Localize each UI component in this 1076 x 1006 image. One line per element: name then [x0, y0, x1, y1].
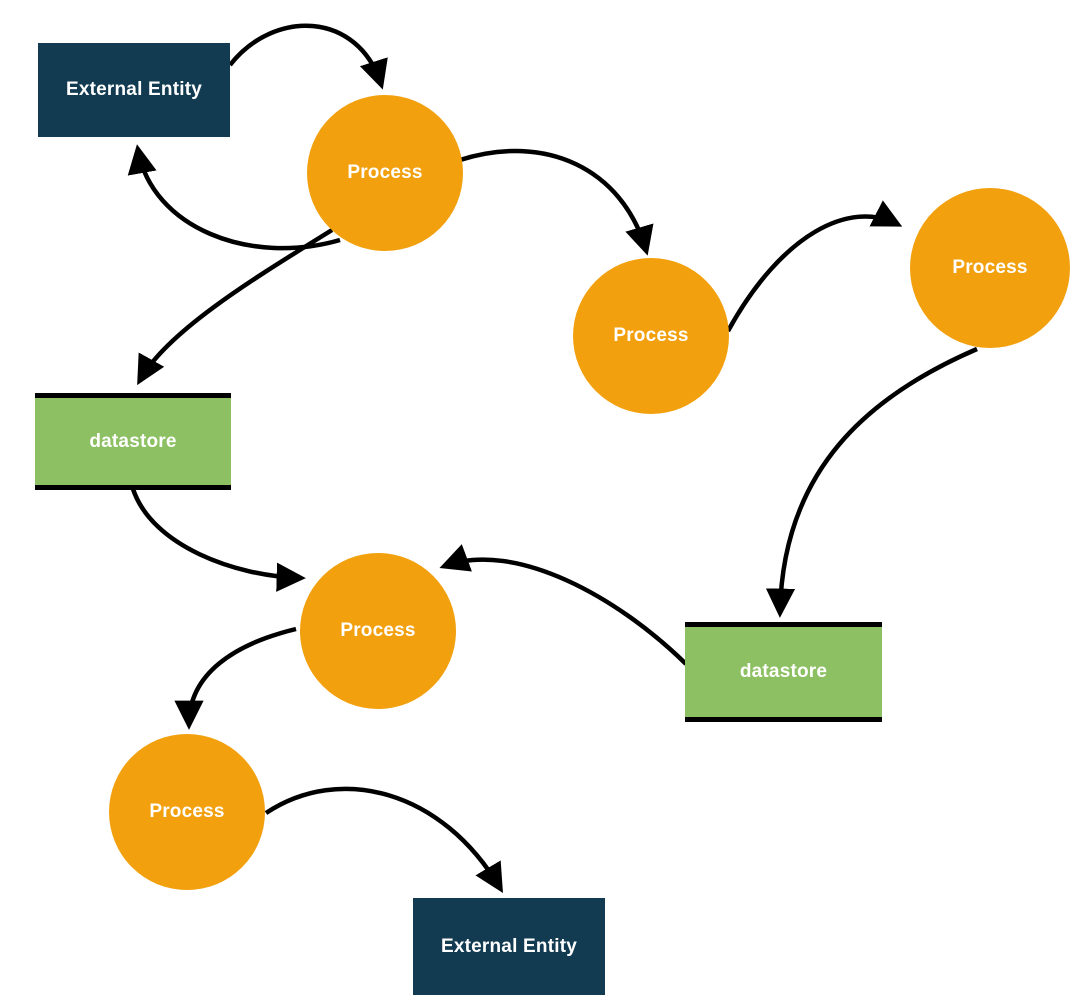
- edge-process-1-to-process-2: [459, 148, 654, 256]
- process-2-label: Process: [613, 325, 689, 346]
- process-2: Process: [573, 258, 729, 414]
- process-1-label: Process: [347, 162, 423, 183]
- edge-datastore-2-to-process-4: [439, 544, 688, 666]
- process-3-label: Process: [952, 257, 1028, 278]
- edge-external-entity-1-to-process-1: [228, 23, 388, 90]
- process-5: Process: [109, 734, 265, 890]
- external-entity-2-label: External Entity: [440, 935, 578, 957]
- process-4: Process: [300, 553, 456, 709]
- process-4-label: Process: [340, 620, 416, 641]
- external-entity-2: External Entity: [413, 898, 605, 995]
- edge-process-4-to-process-5: [174, 626, 297, 730]
- process-5-label: Process: [149, 801, 225, 822]
- edge-process-1-to-datastore-1: [137, 228, 334, 386]
- external-entity-1: External Entity: [38, 43, 230, 137]
- edge-process-5-to-external-entity-2: [264, 786, 503, 894]
- datastore-2: datastore: [685, 622, 882, 722]
- edge-datastore-1-to-process-4: [130, 488, 306, 592]
- datastore-1: datastore: [35, 393, 231, 490]
- datastore-2-label: datastore: [739, 661, 828, 682]
- process-1: Process: [307, 95, 463, 251]
- process-3: Process: [910, 188, 1070, 348]
- datastore-1-label: datastore: [89, 430, 177, 452]
- external-entity-1-label: External Entity: [65, 79, 203, 100]
- edge-process-3-to-datastore-2: [765, 346, 978, 618]
- edge-process-2-to-process-3: [726, 200, 903, 333]
